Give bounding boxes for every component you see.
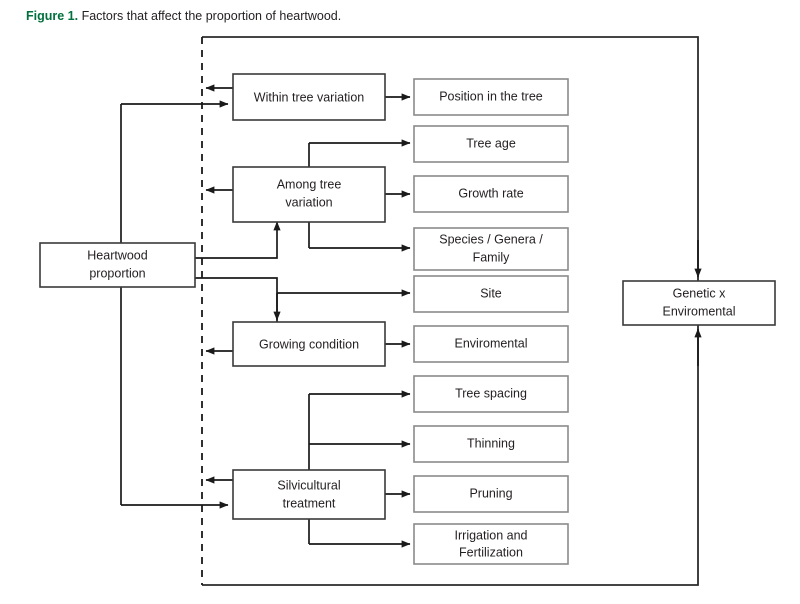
node-among-tree-variation-label-line2: variation	[285, 195, 332, 209]
node-species-genera-family-label-line2: Family	[473, 250, 511, 264]
node-irrigation-and-fertilization[interactable]: Irrigation and Fertilization	[413, 523, 569, 565]
connector-group-silvicultural-outputs	[308, 390, 411, 548]
node-pruning[interactable]: Pruning	[413, 475, 569, 513]
node-tree-spacing-label: Tree spacing	[455, 386, 527, 400]
tree-system-boundary	[201, 36, 699, 586]
node-heartwood-proportion-label-line2: proportion	[89, 266, 145, 280]
node-genetic-x-enviromental-label-line1: Genetic x	[673, 286, 727, 300]
node-heartwood-proportion-label-line1: Heartwood	[87, 248, 147, 262]
node-growth-rate[interactable]: Growth rate	[413, 175, 569, 213]
node-species-genera-family[interactable]: Species / Genera / Family	[413, 227, 569, 271]
node-within-tree-variation-rect[interactable]	[232, 73, 386, 121]
node-enviromental-rect[interactable]	[413, 325, 569, 363]
node-pruning-rect[interactable]	[413, 475, 569, 513]
node-irrigation-and-fertilization-label-line2: Fertilization	[459, 545, 523, 559]
node-growing-condition-rect[interactable]	[232, 321, 386, 367]
node-position-in-the-tree-label: Position in the tree	[439, 89, 543, 103]
node-within-tree-variation[interactable]: Within tree variation	[232, 73, 386, 121]
node-among-tree-variation[interactable]: Among tree variation	[232, 166, 386, 223]
node-silvicultural-treatment-label-line2: treatment	[283, 496, 336, 510]
node-enviromental[interactable]: Enviromental	[413, 325, 569, 363]
node-tree-age-label: Tree age	[466, 136, 516, 150]
node-within-tree-variation-label-line1: Within tree variation	[254, 90, 365, 104]
node-tree-spacing-rect[interactable]	[413, 375, 569, 413]
node-growth-rate-rect[interactable]	[413, 175, 569, 213]
connector-heartwood-to-among-tree	[195, 221, 281, 259]
node-heartwood-proportion-rect[interactable]	[39, 242, 196, 288]
node-thinning-rect[interactable]	[413, 425, 569, 463]
boundary-bottom-path	[202, 325, 699, 586]
node-silvicultural-treatment-rect[interactable]	[232, 469, 386, 520]
boundary-top-path	[202, 36, 699, 281]
node-species-genera-family-label-line1: Species / Genera /	[439, 232, 543, 246]
node-heartwood-proportion[interactable]: Heartwood proportion	[39, 242, 196, 288]
node-site-rect[interactable]	[413, 275, 569, 313]
node-thinning-label: Thinning	[467, 436, 515, 450]
node-enviromental-label: Enviromental	[455, 336, 528, 350]
connector-group-feedback-to-boundary	[205, 84, 233, 484]
node-position-in-the-tree[interactable]: Position in the tree	[413, 78, 569, 116]
node-position-in-the-tree-rect[interactable]	[413, 78, 569, 116]
connector-heartwood-to-growing-condition	[195, 277, 281, 321]
node-site-label: Site	[480, 286, 502, 300]
node-growing-condition-label-line1: Growing condition	[259, 337, 359, 351]
figure-caption: Figure 1. Factors that affect the propor…	[26, 8, 341, 24]
node-irrigation-and-fertilization-rect[interactable]	[413, 523, 569, 565]
node-genetic-x-enviromental-rect[interactable]	[622, 280, 776, 326]
node-growth-rate-label: Growth rate	[458, 186, 523, 200]
node-genetic-x-enviromental[interactable]: Genetic x Enviromental	[622, 280, 776, 326]
node-tree-spacing[interactable]: Tree spacing	[413, 375, 569, 413]
node-silvicultural-treatment[interactable]: Silvicultural treatment	[232, 469, 386, 520]
node-irrigation-and-fertilization-label-line1: Irrigation and	[455, 528, 528, 542]
node-tree-age-rect[interactable]	[413, 125, 569, 163]
connector-group-growing-condition-outputs	[276, 289, 411, 348]
connector-group-heartwood-to-among	[195, 221, 281, 259]
figure-caption-text: Factors that affect the proportion of he…	[81, 9, 342, 23]
node-among-tree-variation-label-line1: Among tree	[277, 177, 342, 191]
node-pruning-label: Pruning	[469, 486, 512, 500]
node-among-tree-variation-rect[interactable]	[232, 166, 386, 223]
node-site[interactable]: Site	[413, 275, 569, 313]
connector-group-heartwood-bus	[120, 100, 229, 509]
node-thinning[interactable]: Thinning	[413, 425, 569, 463]
node-growing-condition[interactable]: Growing condition	[232, 321, 386, 367]
connector-group-heartwood-to-growing	[195, 277, 281, 321]
node-silvicultural-treatment-label-line1: Silvicultural	[277, 478, 340, 492]
node-genetic-x-enviromental-label-line2: Enviromental	[663, 304, 736, 318]
node-tree-age[interactable]: Tree age	[413, 125, 569, 163]
node-species-genera-family-rect[interactable]	[413, 227, 569, 271]
figure-caption-label: Figure 1.	[26, 9, 79, 23]
